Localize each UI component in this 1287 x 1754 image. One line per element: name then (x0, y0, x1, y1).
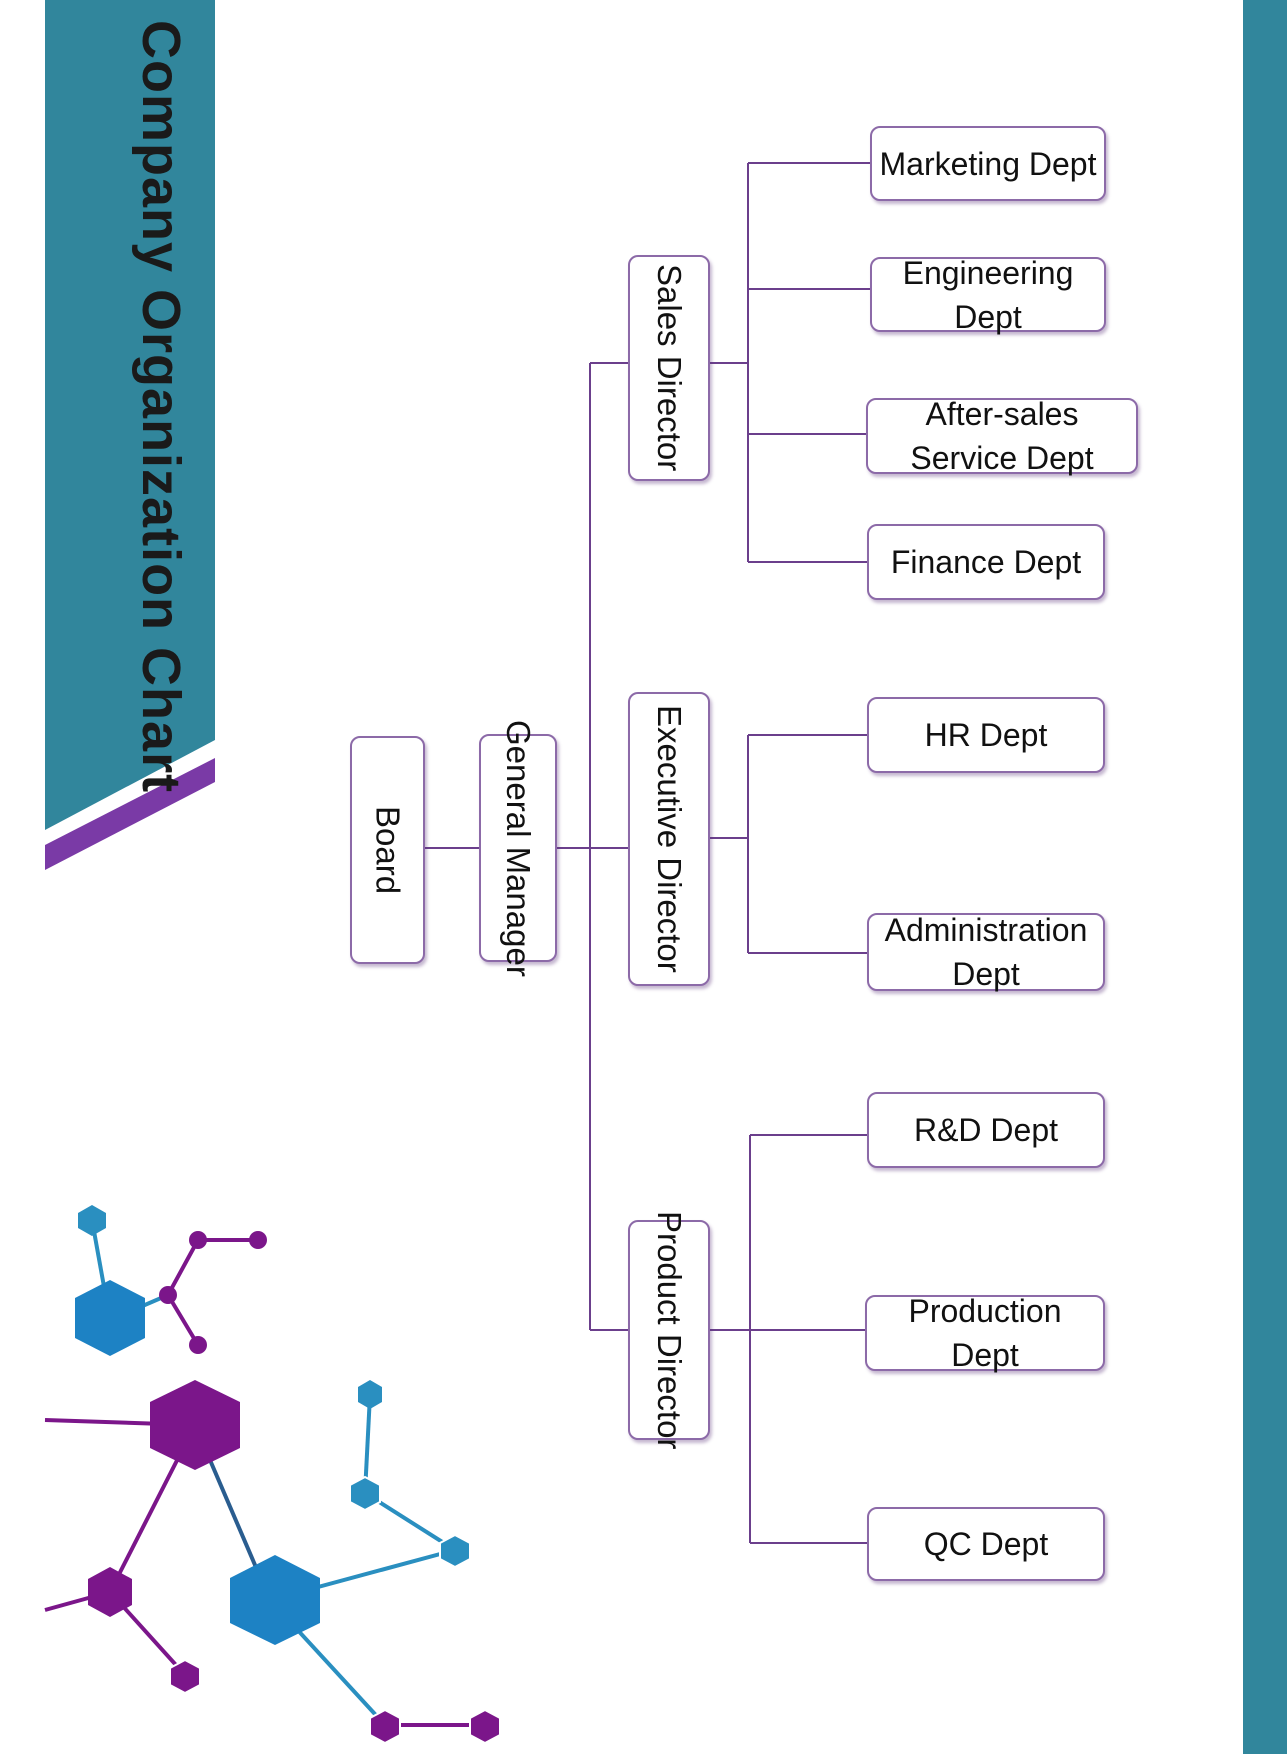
rnd-dept-label: R&D Dept (913, 1112, 1059, 1148)
board-label: Board (369, 805, 407, 895)
board-box: Board (350, 736, 425, 964)
after-sales-dept-label: After-sales Service Dept (910, 396, 1094, 476)
sales-director-box: Sales Director (628, 255, 710, 481)
hr-dept-box: HR Dept (867, 697, 1105, 773)
engineering-dept-label: Engineering Dept (902, 254, 1074, 335)
general-manager-box: General Manager (479, 720, 557, 976)
qc-dept-label: QC Dept (923, 1526, 1049, 1562)
right-edge-bar (1243, 0, 1287, 1754)
hr-dept-label: HR Dept (924, 717, 1048, 753)
general-manager-label: General Manager (500, 719, 537, 977)
engineering-dept-box: Engineering Dept (870, 255, 1106, 335)
executive-director-box: Executive Director (628, 692, 710, 986)
rnd-dept-box: R&D Dept (867, 1092, 1105, 1168)
marketing-dept-label: Marketing Dept (879, 145, 1097, 182)
production-dept-label: Production Dept (908, 1293, 1062, 1373)
administration-dept-box: Administration Dept (867, 912, 1105, 992)
after-sales-dept-box: After-sales Service Dept (866, 396, 1138, 476)
executive-director-label: Executive Director (651, 705, 688, 973)
administration-dept-label: Administration Dept (884, 912, 1088, 992)
production-dept-box: Production Dept (865, 1293, 1105, 1373)
marketing-dept-box: Marketing Dept (870, 126, 1106, 201)
product-director-label: Product Director (651, 1210, 688, 1450)
product-director-box: Product Director (628, 1211, 710, 1449)
title-banner (45, 0, 215, 830)
finance-dept-box: Finance Dept (867, 524, 1105, 600)
page-title: Company Organization Chart (131, 20, 191, 794)
finance-dept-label: Finance Dept (890, 544, 1082, 580)
molecule-decoration-icon (44, 1205, 501, 1745)
sales-director-label: Sales Director (651, 264, 688, 472)
qc-dept-box: QC Dept (867, 1507, 1105, 1581)
